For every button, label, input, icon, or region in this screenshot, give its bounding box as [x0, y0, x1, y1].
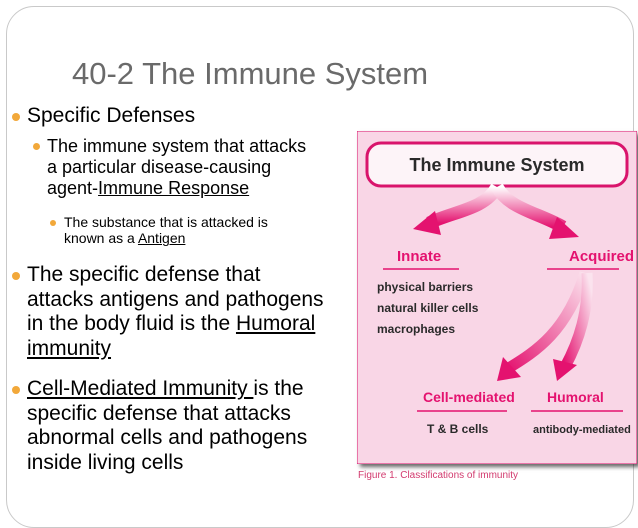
bullet-line: attacks antigens and pathogens	[27, 287, 324, 311]
bullet-line: The specific defense that	[27, 263, 261, 286]
arrow-humoral-icon	[560, 272, 593, 370]
bullet-line: a particular disease-causing	[47, 157, 272, 178]
bullet-line: known as a Antigen	[64, 230, 186, 247]
bullet-line: in the body fluid is the Humoral	[27, 312, 316, 336]
title-box	[365, 141, 629, 188]
immune-system-diagram: The Immune System Innate Acquired physic…	[357, 131, 637, 464]
term-antigen: Antigen	[137, 230, 186, 247]
arrowhead-cell-mediated-icon	[497, 357, 521, 381]
bullet-line: specific defense that attacks	[27, 401, 291, 425]
arrowhead-innate-icon	[413, 211, 441, 235]
term-cell-mediated-immunity: Cell-Mediated Immunity	[27, 377, 254, 400]
slide-title: 40-2 The Immune System	[72, 56, 429, 91]
bullet-line: agent-Immune Response	[47, 178, 250, 199]
arrowhead-acquired-icon	[549, 217, 579, 239]
bullet-antigen: The substance that is attacked is known …	[64, 214, 268, 247]
bullet-dot-icon	[12, 386, 20, 394]
term-humoral: Humoral	[235, 312, 316, 336]
bullet-dot-icon	[50, 220, 56, 226]
arrow-cell-mediated-icon	[504, 271, 591, 374]
innate-item: physical barriers	[377, 280, 473, 294]
term-immune-response: Immune Response	[98, 178, 250, 199]
bullet-line: The substance that is attacked is	[64, 214, 268, 230]
term-immunity: immunity	[27, 336, 112, 360]
bullet-line: Cell-Mediated Immunity is the	[27, 377, 304, 400]
humoral-label: Humoral	[547, 389, 604, 405]
figure-title: The Immune System	[409, 155, 584, 175]
innate-item: macrophages	[377, 322, 455, 336]
bullet-specific-defenses: Specific Defenses	[27, 104, 195, 129]
innate-label: Innate	[397, 248, 441, 265]
cell-mediated-desc: T & B cells	[427, 422, 489, 436]
bullet-cell-mediated: Cell-Mediated Immunity is the specific d…	[27, 377, 307, 475]
acquired-label: Acquired	[569, 248, 634, 265]
bullet-text: Specific Defenses	[27, 104, 196, 127]
humoral-desc: antibody-mediated	[533, 424, 631, 436]
arrowhead-humoral-icon	[553, 359, 577, 381]
cell-mediated-label: Cell-mediated	[423, 389, 515, 405]
bullet-immune-response: The immune system that attacks a particu…	[47, 136, 306, 199]
bullet-dot-icon	[12, 113, 20, 121]
bullet-dot-icon	[33, 143, 40, 150]
bullet-dot-icon	[12, 272, 20, 280]
figure-caption: Figure 1. Classifications of immunity	[358, 470, 519, 481]
bullet-humoral: The specific defense that attacks antige…	[27, 263, 324, 361]
bullet-line: inside living cells	[27, 450, 184, 474]
bullet-line: abnormal cells and pathogens	[27, 426, 308, 450]
innate-item: natural killer cells	[377, 301, 479, 315]
bullet-line: The immune system that attacks	[47, 136, 307, 156]
